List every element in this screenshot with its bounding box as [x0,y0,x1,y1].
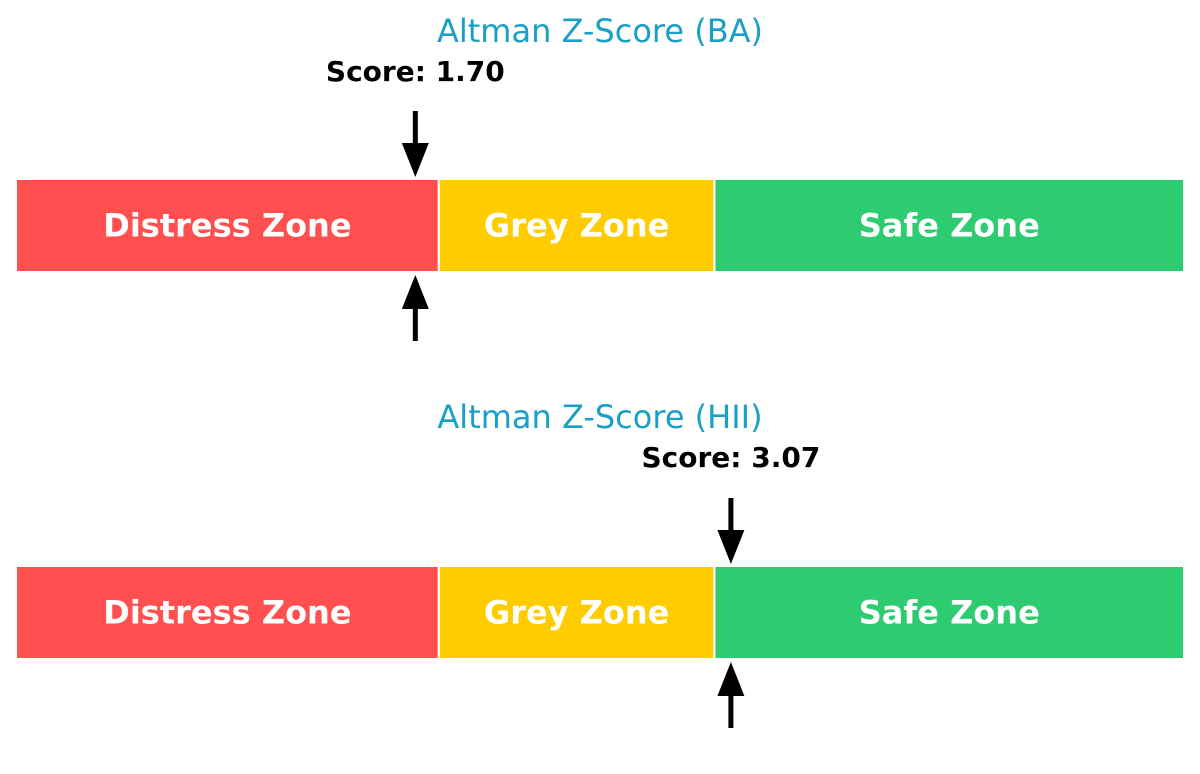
zone-grey-zone [437,178,716,273]
gauge-title: Altman Z-Score (HII) [437,398,762,436]
gauge-hii: Altman Z-Score (HII) Score: 3.07 Distres… [15,398,1185,728]
score-arrow-bottom [401,275,429,341]
score-arrow-bottom [717,662,745,728]
zone-bar: Distress Zone Grey Zone Safe Zone [15,178,1185,273]
score-label: Score: 1.70 [326,55,505,88]
score-arrow-top [717,498,745,564]
zone-safe-zone [713,178,1185,273]
zone-label: Grey Zone [484,207,669,245]
zone-distress-zone [15,178,440,273]
gauge-ba: Altman Z-Score (BA) Score: 1.70 Distress… [15,12,1185,341]
zone-bar: Distress Zone Grey Zone Safe Zone [15,565,1185,660]
zone-label: Grey Zone [484,594,669,632]
zone-label: Safe Zone [859,594,1040,632]
zone-grey-zone [437,565,716,660]
gauge-title: Altman Z-Score (BA) [437,12,763,50]
zone-label: Distress Zone [103,207,351,245]
zone-distress-zone [15,565,440,660]
zone-label: Distress Zone [103,594,351,632]
score-arrow-top [401,111,429,177]
score-label: Score: 3.07 [641,441,820,474]
zone-label: Safe Zone [859,207,1040,245]
zone-safe-zone [713,565,1185,660]
